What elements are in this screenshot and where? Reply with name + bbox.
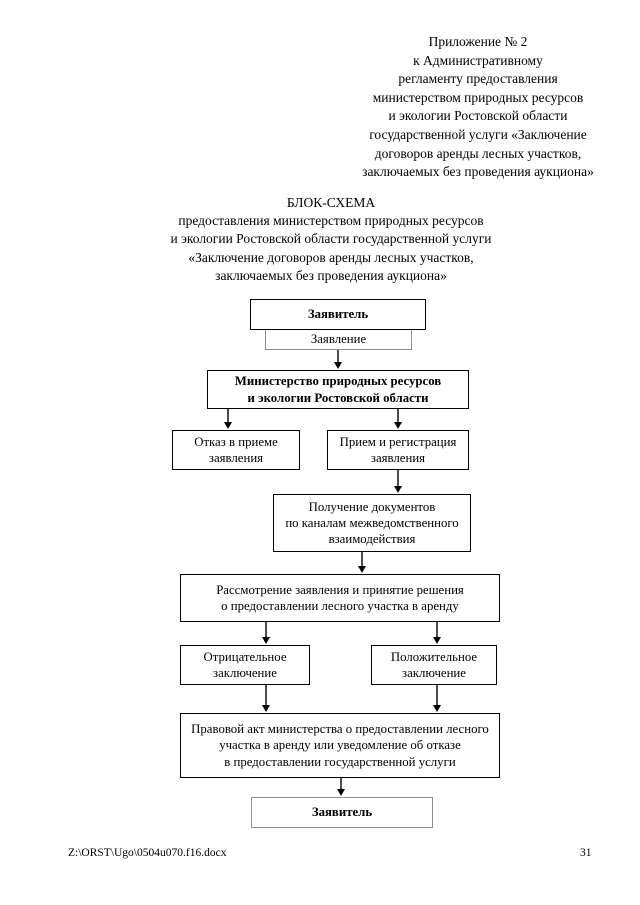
arrow-ministry-to-acceptance: [394, 409, 402, 429]
arrow-docs-to-review: [358, 552, 366, 573]
node-interagency-docs: Получение документов по каналам межведом…: [273, 494, 471, 552]
arrow-legal-act-to-applicant: [337, 778, 345, 796]
node-positive-conclusion: Положительное заключение: [371, 645, 497, 685]
arrow-positive-to-legal-act: [433, 685, 441, 712]
footer-file-path: Z:\ORST\Ugo\0504u070.f16.docx: [68, 847, 227, 859]
arrow-review-to-negative: [262, 622, 270, 644]
node-negative-conclusion: Отрицательное заключение: [180, 645, 310, 685]
arrow-negative-to-legal-act: [262, 685, 270, 712]
node-ministry: Министерство природных ресурсов и эколог…: [207, 370, 469, 409]
node-legal-act: Правовой акт министерства о предоставлен…: [180, 713, 500, 778]
arrow-review-to-positive: [433, 622, 441, 644]
arrow-acceptance-to-docs: [394, 470, 402, 493]
block-scheme-title: БЛОК-СХЕМА предоставления министерством …: [170, 195, 492, 283]
arrow-application-to-ministry: [334, 350, 342, 369]
node-applicant-top: Заявитель: [250, 299, 426, 330]
appendix-header: Приложение № 2 к Административному регла…: [362, 34, 594, 180]
node-acceptance: Прием и регистрация заявления: [327, 430, 469, 470]
arrow-ministry-to-refusal: [224, 409, 232, 429]
node-application: Заявление: [265, 330, 412, 350]
node-applicant-bottom: Заявитель: [251, 797, 433, 828]
node-review-decision: Рассмотрение заявления и принятие решени…: [180, 574, 500, 622]
node-refusal: Отказ в приеме заявления: [172, 430, 300, 470]
footer-page-number: 31: [580, 847, 592, 859]
